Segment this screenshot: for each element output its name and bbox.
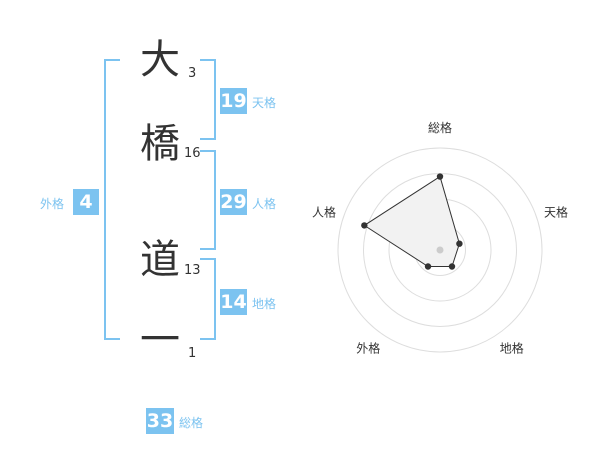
radar-axis-label-5: 人格 bbox=[312, 204, 336, 219]
gaikaku-label: 外格 bbox=[40, 197, 65, 211]
name-char-1: 大 bbox=[140, 37, 180, 83]
chikaku-value: 14 bbox=[220, 289, 247, 315]
radar-axis-label-4: 外格 bbox=[356, 341, 380, 356]
chikaku-label: 地格 bbox=[252, 297, 277, 311]
radar-polygon bbox=[363, 175, 460, 268]
radar-point-4 bbox=[424, 263, 432, 270]
stroke-count-1: 3 bbox=[188, 66, 197, 81]
radar-grid-ring bbox=[337, 147, 543, 353]
radar-point-2 bbox=[456, 240, 463, 247]
tenkaku-value: 19 bbox=[220, 88, 247, 114]
name-char-2: 橋 bbox=[140, 121, 180, 167]
stroke-count-2: 16 bbox=[184, 146, 201, 161]
stroke-count-3: 13 bbox=[184, 263, 201, 278]
chikaku-bracket bbox=[200, 258, 216, 340]
soukaku-label: 総格 bbox=[179, 416, 204, 430]
stroke-count-4: 1 bbox=[188, 346, 197, 361]
radar-center-dot bbox=[436, 246, 444, 254]
tenkaku-bracket bbox=[200, 59, 216, 140]
radar-axis-label-2: 天格 bbox=[544, 204, 568, 219]
radar-point-3 bbox=[448, 263, 456, 270]
name-char-4: 一 bbox=[140, 317, 180, 363]
gaikaku-value: 4 bbox=[73, 189, 99, 215]
soukaku-value: 33 bbox=[146, 408, 174, 434]
name-char-3: 道 bbox=[140, 237, 180, 283]
radar-point-1 bbox=[436, 173, 444, 180]
radar-axis-label-1: 総格 bbox=[428, 120, 452, 135]
jinkaku-bracket bbox=[200, 150, 216, 250]
jinkaku-label: 人格 bbox=[252, 197, 277, 211]
radar-point-5 bbox=[361, 222, 368, 229]
tenkaku-label: 天格 bbox=[252, 96, 277, 110]
radar-axis-label-3: 地格 bbox=[500, 341, 524, 356]
jinkaku-value: 29 bbox=[220, 189, 247, 215]
gaikaku-bracket bbox=[104, 59, 120, 340]
